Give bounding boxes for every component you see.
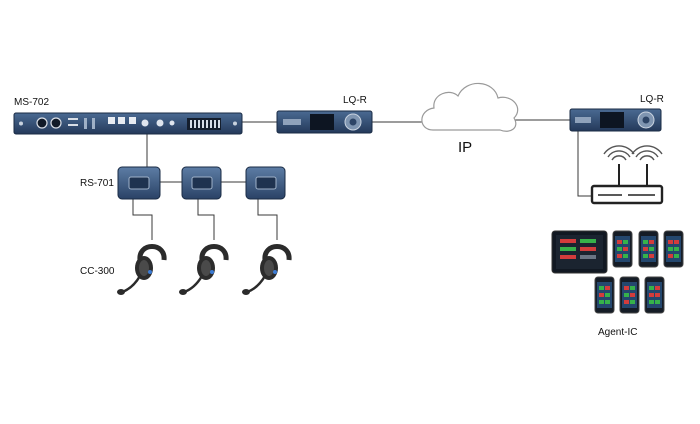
headset-icon xyxy=(117,244,167,295)
beltpack-icon xyxy=(245,166,286,200)
phone-icon xyxy=(644,276,665,314)
link-lqr-router xyxy=(577,131,592,197)
phone-icon xyxy=(594,276,615,314)
beltpack-icon xyxy=(181,166,222,200)
cloud-icon xyxy=(421,82,519,132)
link-rs701-headset-3 xyxy=(257,198,278,240)
beltpack-icon xyxy=(117,166,161,200)
headset-icon xyxy=(179,244,229,295)
tablet-icon xyxy=(551,230,608,274)
label-lqr-right: LQ-R xyxy=(640,94,664,105)
label-cc300: CC-300 xyxy=(80,266,115,277)
wifi-signal-icon xyxy=(603,145,663,161)
cc300-headsets xyxy=(117,244,292,295)
lqr-right-device xyxy=(569,108,662,132)
headset-icon xyxy=(242,244,292,295)
link-rs701-headset-2 xyxy=(197,198,215,240)
phone-icon xyxy=(619,276,640,314)
phone-icon xyxy=(638,230,659,268)
label-agent-ic: Agent-IC xyxy=(598,327,638,338)
ms702-rack-unit xyxy=(13,112,243,135)
label-rs701: RS-701 xyxy=(80,178,114,189)
connection-lines xyxy=(132,119,592,240)
router xyxy=(590,145,664,205)
label-ms702: MS-702 xyxy=(14,97,50,108)
label-ip: IP xyxy=(458,139,473,156)
phone-icon xyxy=(663,230,684,268)
router-icon xyxy=(590,184,664,205)
label-lqr-left: LQ-R xyxy=(343,95,367,106)
lqr-left-device xyxy=(276,110,373,134)
agent-ic-devices xyxy=(551,230,684,314)
rs701-beltpacks xyxy=(117,166,286,200)
link-rs701-headset-1 xyxy=(132,198,153,240)
ip-cloud xyxy=(421,82,519,132)
phone-icon xyxy=(612,230,633,268)
